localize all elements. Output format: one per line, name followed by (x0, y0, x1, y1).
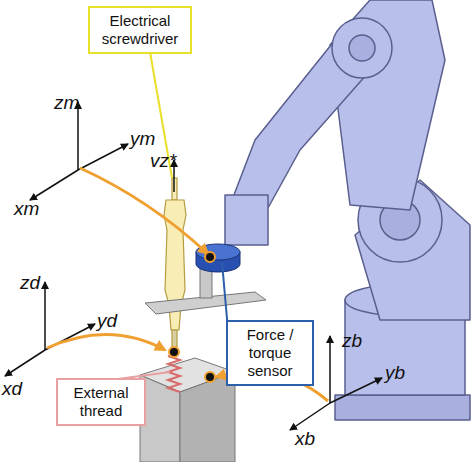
axis-label: xm (14, 198, 39, 220)
axis-label: yb (385, 362, 405, 384)
frame-pointer-arrows (47, 168, 328, 401)
axis-label: xd (2, 378, 22, 400)
callout-text: External thread (62, 384, 140, 420)
thread-callout: External thread (56, 378, 146, 426)
callout-text: Electrical screwdriver (94, 12, 186, 48)
axis-label: xb (295, 428, 315, 450)
robot-arm (225, 0, 470, 420)
screwdriver-callout: Electrical screwdriver (88, 6, 192, 54)
axis-label: zm (54, 92, 79, 114)
sensor-callout: Force / torque sensor (226, 320, 314, 386)
callout-text: Force / torque sensor (232, 326, 308, 380)
thread-symbol (168, 356, 180, 392)
axis-label: vz* (150, 150, 176, 172)
leader-lines (110, 52, 228, 380)
axis-label: zd (20, 272, 40, 294)
axis-label: yd (97, 310, 117, 332)
axis-label: zb (342, 330, 362, 352)
frame-origin-dots (169, 252, 215, 382)
screwdriver (164, 178, 186, 352)
coordinate-frames (5, 102, 382, 430)
axis-label: ym (130, 128, 155, 150)
